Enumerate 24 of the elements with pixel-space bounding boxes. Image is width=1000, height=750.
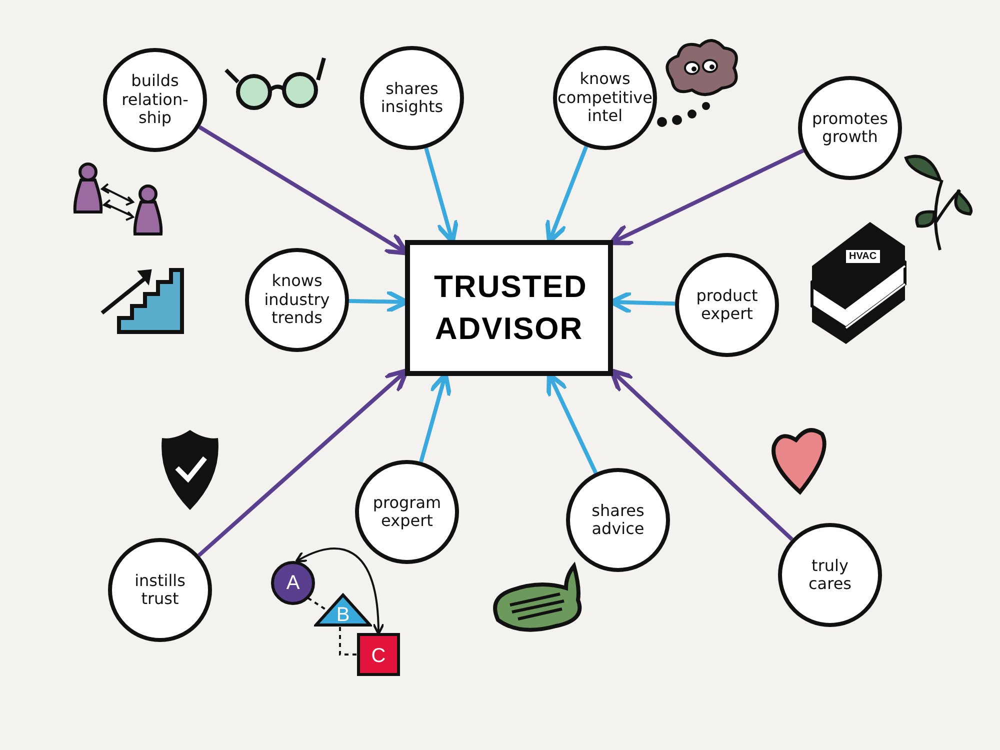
trait-label: truly cares bbox=[807, 556, 852, 594]
trait-label: shares insights bbox=[380, 80, 444, 116]
dashed-connector bbox=[339, 627, 357, 656]
trait-label: promotes growth bbox=[811, 110, 889, 146]
book-title-label: HVAC bbox=[846, 250, 880, 263]
arrow bbox=[198, 368, 409, 557]
letter-circle bbox=[271, 561, 315, 605]
letter-label: C bbox=[371, 645, 386, 668]
letter-triangle bbox=[314, 593, 372, 627]
trait-label: knows industry trends bbox=[263, 272, 331, 328]
title-text: TRUSTED ADVISOR bbox=[434, 268, 584, 348]
trait-label: program expert bbox=[372, 494, 442, 530]
arrow bbox=[609, 368, 794, 541]
letter-label: A bbox=[286, 572, 300, 594]
letter-label: B bbox=[336, 604, 350, 626]
arrow bbox=[295, 548, 384, 636]
letter-square bbox=[357, 633, 400, 676]
trait-label: product expert bbox=[695, 286, 759, 324]
trait-label: instills trust bbox=[134, 572, 186, 608]
title-box bbox=[405, 240, 613, 376]
arrow bbox=[609, 148, 804, 246]
trait-label: builds relation-ship bbox=[120, 72, 190, 128]
trait-label: knows competitive intel bbox=[558, 70, 652, 126]
trait-label: shares advice bbox=[590, 502, 646, 538]
